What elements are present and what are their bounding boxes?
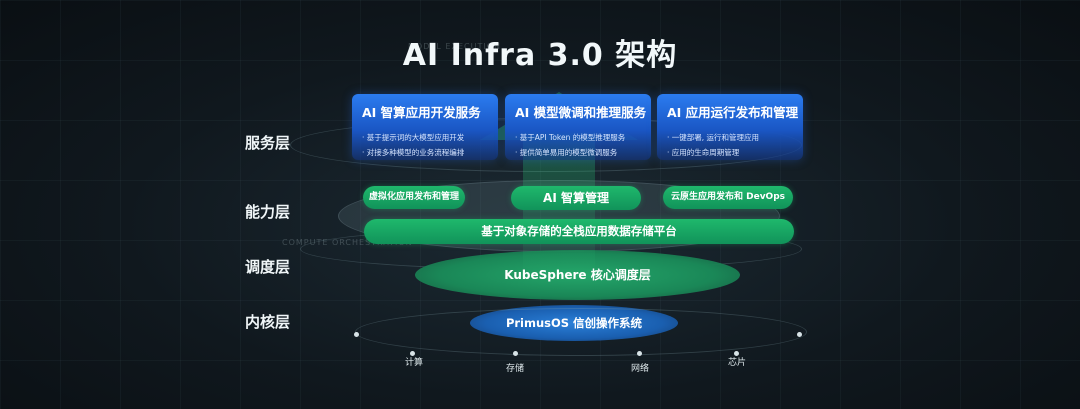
service-card-model-finetune: AI 模型微调和推理服务 · 基于API Token 的模型推理服务 · 提供简… bbox=[505, 94, 651, 160]
scheduling-layer-disc bbox=[415, 250, 740, 300]
service-card-item: · 一键部署, 运行和管理应用 bbox=[667, 133, 760, 142]
kernel-layer-label: PrimusOS 信创操作系统 bbox=[505, 316, 643, 330]
foundation-dot bbox=[797, 332, 802, 337]
foundation-label-network: 网络 bbox=[631, 364, 650, 374]
faint-label-model-execution: MODEL EXECUTION bbox=[408, 42, 501, 51]
service-card-item: · 基于提示词的大模型应用开发 bbox=[362, 133, 465, 142]
foundation-dot bbox=[410, 351, 415, 356]
foundation-label-storage: 存储 bbox=[506, 364, 525, 374]
service-card-app-runtime: AI 应用运行发布和管理 · 一键部署, 运行和管理应用 · 应用的生命周期管理 bbox=[657, 94, 803, 160]
service-card-title: AI 智算应用开发服务 bbox=[362, 105, 481, 120]
service-card-title: AI 模型微调和推理服务 bbox=[515, 105, 647, 120]
pill-object-storage-platform: 基于对象存储的全栈应用数据存储平台 bbox=[364, 219, 794, 244]
foundation-label-compute: 计算 bbox=[405, 358, 424, 368]
page-title: AI Infra 3.0 架构 bbox=[402, 38, 678, 73]
row-label-scheduling: 调度层 bbox=[245, 258, 291, 276]
service-card-title: AI 应用运行发布和管理 bbox=[667, 105, 799, 120]
service-card-ai-app-dev: AI 智算应用开发服务 · 基于提示词的大模型应用开发 · 对接多种模型的业务流… bbox=[352, 94, 498, 160]
row-label-service: 服务层 bbox=[245, 134, 291, 152]
foundation-dot bbox=[513, 351, 518, 356]
service-card-item: · 应用的生命周期管理 bbox=[667, 148, 740, 157]
foundation-dot bbox=[734, 351, 739, 356]
foundation-dot bbox=[354, 332, 359, 337]
row-label-capability: 能力层 bbox=[245, 203, 291, 221]
service-card-item: · 对接多种模型的业务流程编排 bbox=[362, 148, 465, 157]
foundation-label-chip: 芯片 bbox=[728, 358, 747, 368]
pill-cloud-native-devops: 云原生应用发布和 DevOps bbox=[663, 186, 793, 209]
scheduling-layer-label: KubeSphere 核心调度层 bbox=[504, 268, 651, 282]
pill-ai-compute-mgmt: AI 智算管理 bbox=[511, 186, 641, 210]
pill-virtualization-app-mgmt: 虚拟化应用发布和管理 bbox=[363, 186, 465, 209]
service-card-item: · 基于API Token 的模型推理服务 bbox=[515, 133, 626, 142]
row-label-kernel: 内核层 bbox=[245, 313, 291, 331]
foundation-dot bbox=[637, 351, 642, 356]
service-card-item: · 提供简单易用的模型微调服务 bbox=[515, 148, 618, 157]
